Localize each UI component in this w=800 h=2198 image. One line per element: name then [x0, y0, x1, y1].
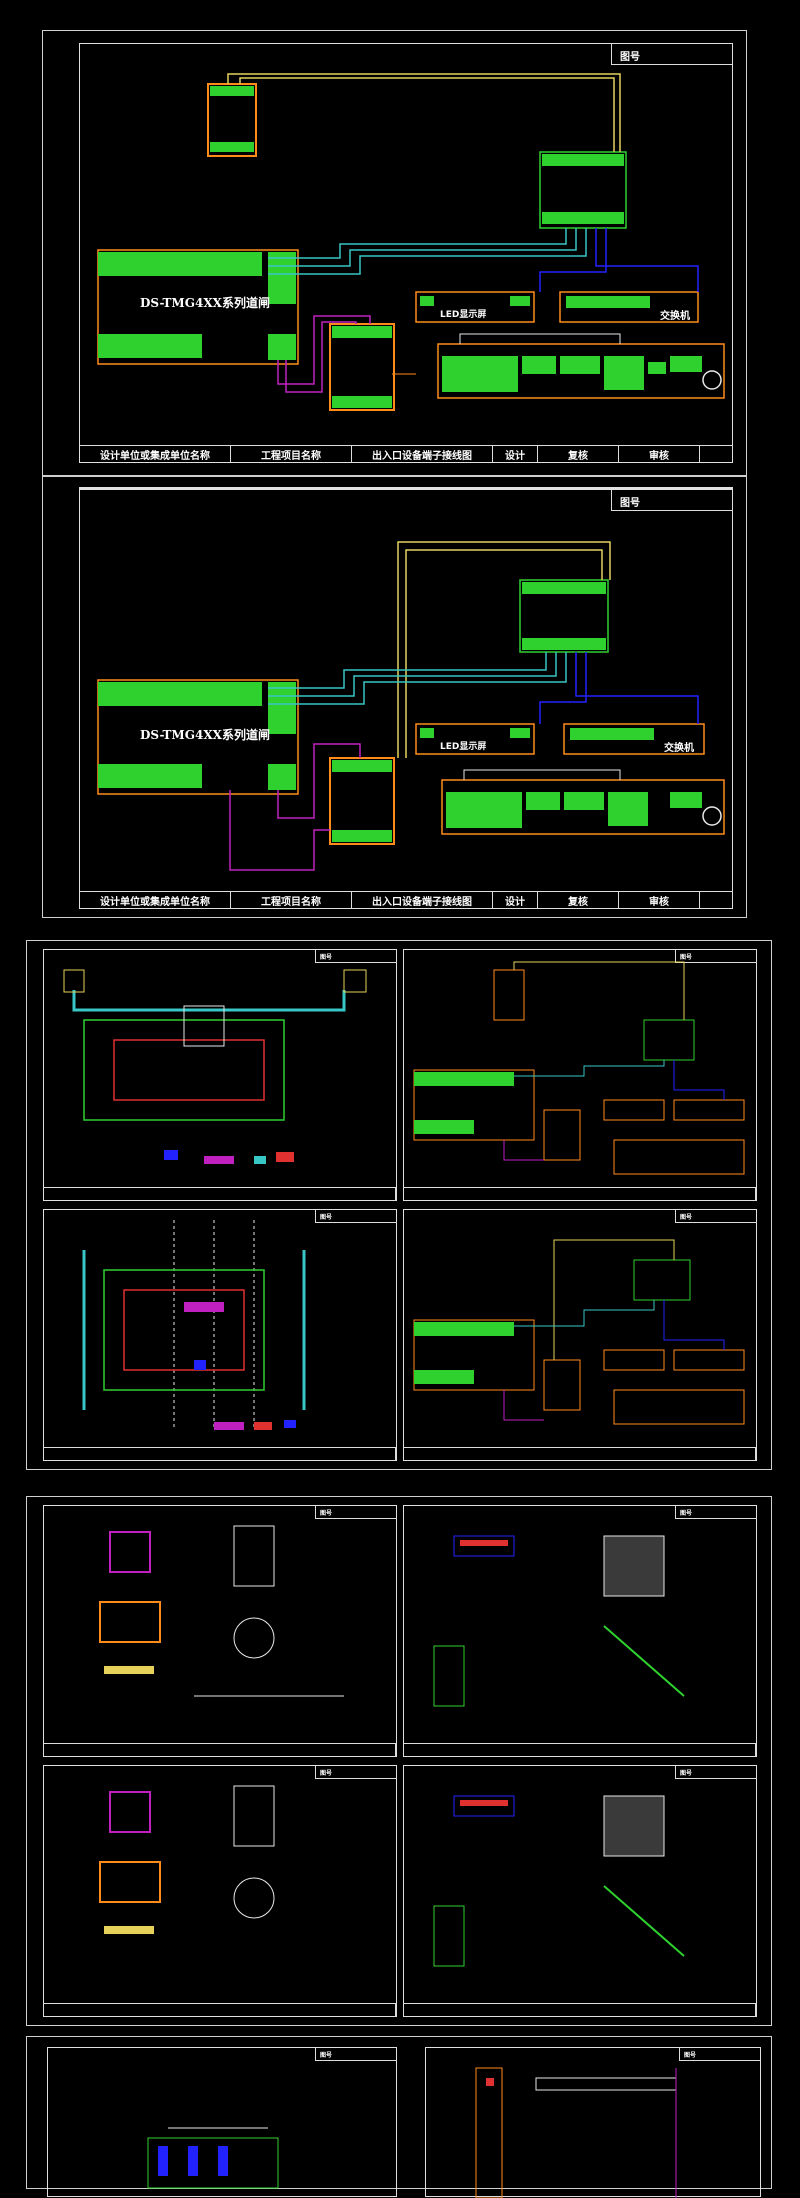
gate-model-label-2: DS-TMG4XX系列道闸	[140, 728, 270, 742]
thumb-svg-2	[413, 961, 745, 1175]
thumb-svg-8	[433, 1795, 685, 1967]
tb-designer-unit: 设计单位或集成单位名称	[80, 446, 231, 462]
reader-terminals	[210, 86, 254, 152]
tb-drawing-name: 出入口设备端子接线图	[352, 446, 493, 462]
thumb-svg-3	[82, 1220, 306, 1430]
thumb-svg-1	[63, 969, 367, 1164]
thumb-install-2: 图号	[425, 2047, 761, 2198]
network-switch	[559, 291, 699, 323]
tb2-drawing-name: 出入口设备端子接线图	[352, 892, 493, 908]
sheet-tag-box-2: 图号	[611, 490, 732, 511]
tb2-project-name: 工程项目名称	[231, 892, 352, 908]
wiring-diagram-1	[97, 73, 725, 411]
sheet-tag-label: 图号	[620, 52, 640, 63]
thumb-install-1: 图号	[47, 2047, 397, 2197]
thumb-tag-3: 图号	[315, 1210, 396, 1223]
title-block-2: 设计单位或集成单位名称 工程项目名称 出入口设备端子接线图 设计 复核 审核	[80, 891, 732, 908]
thumb-tb-1	[44, 1187, 396, 1200]
reader-module	[207, 83, 257, 157]
thumbnail-group-1: 图号 图号	[26, 940, 772, 1470]
title-block-1: 设计单位或集成单位名称 工程项目名称 出入口设备端子接线图 设计 复核 审核	[80, 445, 732, 462]
tb-check: 复核	[538, 446, 619, 462]
thumb-tb-4	[404, 1447, 756, 1460]
thumb-svg-7	[99, 1785, 275, 1934]
tb2-check: 复核	[538, 892, 619, 908]
thumb-tag-2: 图号	[675, 950, 756, 963]
recorder-unit-2	[441, 779, 725, 835]
thumb-svg-6	[433, 1535, 685, 1707]
thumb-tag-1: 图号	[315, 950, 396, 963]
thumb-svg-9	[147, 2127, 279, 2189]
gate-controller-2	[97, 679, 299, 795]
thumb-detail-4: 图号	[403, 1765, 757, 2017]
recorder-unit	[437, 343, 725, 399]
drawing-frame-1: 图号	[79, 43, 733, 463]
tb-approve: 审核	[619, 446, 700, 462]
drawing-frame-2	[79, 487, 733, 489]
thumb-svg-10	[475, 2067, 677, 2198]
sheet-tag-label-2: 图号	[620, 498, 640, 509]
access-controller-2	[519, 579, 609, 653]
thumb-svg-5	[99, 1525, 344, 1697]
tb2-approve: 审核	[619, 892, 700, 908]
thumb-tb-2	[404, 1187, 756, 1200]
sheet-tag-box: 图号	[611, 44, 732, 65]
drawing-frame-3: 图号	[79, 489, 733, 909]
thumb-detail-2: 图号	[403, 1505, 757, 1757]
thumbnail-group-2: 图号 图号 图号 图号	[26, 1496, 772, 2026]
thumb-svg-4	[413, 1239, 745, 1425]
drawing-sheet-2: 图号	[42, 476, 747, 918]
loop-detector-2	[329, 757, 395, 845]
tb2-design: 设计	[493, 892, 538, 908]
led-display	[415, 291, 535, 323]
drawing-sheet-1: 图号	[42, 30, 747, 489]
tb2-designer-unit: 设计单位或集成单位名称	[80, 892, 231, 908]
led-display-2	[415, 723, 535, 755]
thumb-detail-3: 图号	[43, 1765, 397, 2017]
tb-project-name: 工程项目名称	[231, 446, 352, 462]
thumb-wiring-2: 图号	[403, 1209, 757, 1461]
thumb-layout-plan-1: 图号	[43, 949, 397, 1201]
led-display-label: LED显示屏	[440, 310, 487, 320]
thumbnail-group-3: 图号 图号	[26, 2036, 772, 2198]
thumb-layout-plan-2: 图号	[43, 1209, 397, 1461]
thumb-wiring-1: 图号	[403, 949, 757, 1201]
led-display-label-2: LED显示屏	[440, 742, 487, 752]
thumb-detail-1: 图号	[43, 1505, 397, 1757]
thumb-tag-4: 图号	[675, 1210, 756, 1223]
switch-label-2: 交换机	[664, 743, 694, 754]
gate-controller	[97, 249, 299, 365]
gate-model-label: DS-TMG4XX系列道闸	[140, 296, 270, 310]
switch-label: 交换机	[660, 311, 690, 322]
loop-detector	[329, 323, 395, 411]
access-controller	[539, 151, 627, 229]
thumb-tb-3	[44, 1447, 396, 1460]
tb-design: 设计	[493, 446, 538, 462]
network-switch-2	[563, 723, 705, 755]
wiring-diagram-2	[97, 541, 725, 871]
